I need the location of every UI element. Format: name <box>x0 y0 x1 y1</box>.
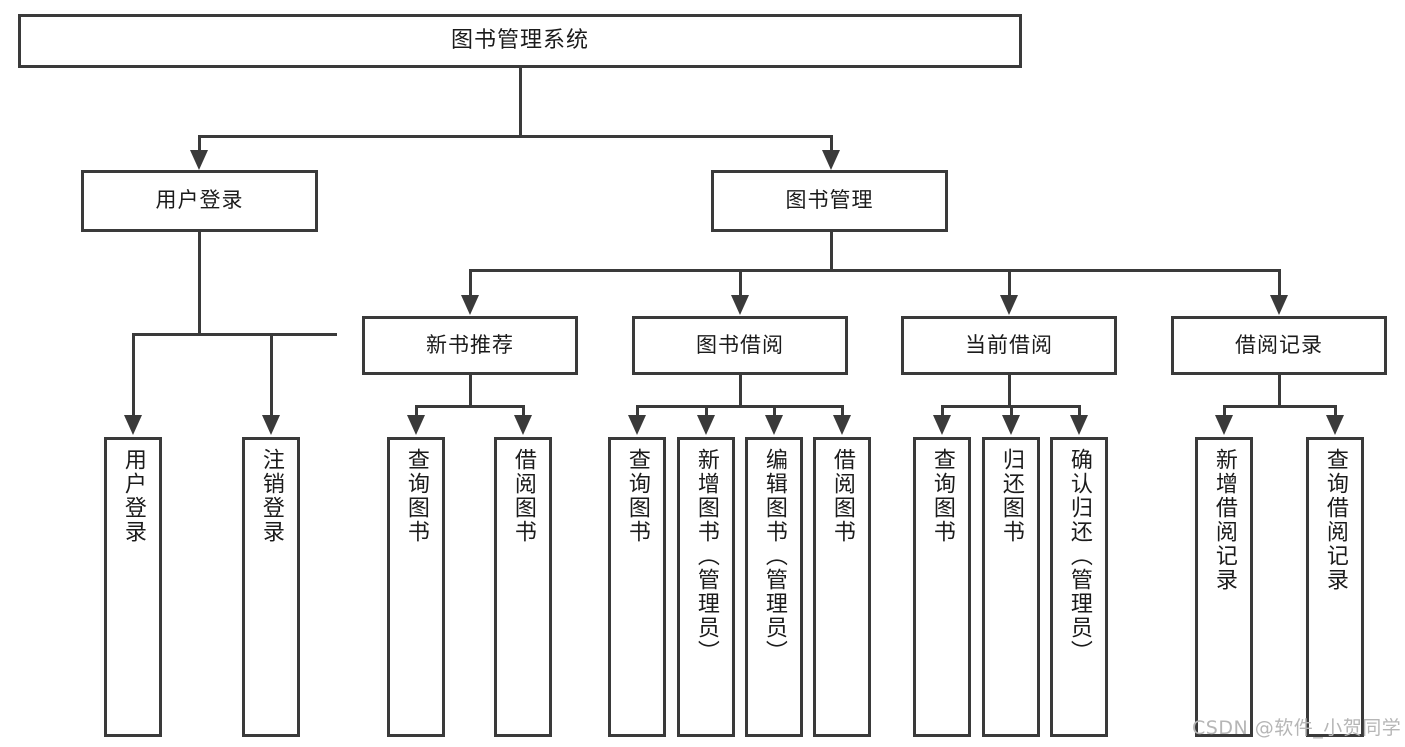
leaf-label: 借阅图书 <box>829 448 855 544</box>
node-borrow-record[interactable]: 借阅记录 <box>1171 316 1387 375</box>
node-root-book-management-system[interactable]: 图书管理系统 <box>18 14 1022 68</box>
connector-book-mgmt-bus <box>469 269 1281 272</box>
leaf-label: 查询图书 <box>929 448 955 544</box>
leaf-edit-book-admin[interactable]: 编辑图书（管理员） <box>745 437 803 737</box>
leaf-current-query-book[interactable]: 查询图书 <box>913 437 971 737</box>
leaf-add-borrow-record[interactable]: 新增借阅记录 <box>1195 437 1253 737</box>
connector-new-book-leaf1 <box>415 405 418 419</box>
leaf-label: 查询图书 <box>403 448 429 544</box>
connector-borrow-record-leaf2 <box>1334 405 1337 419</box>
connector-to-book-borrow <box>739 269 742 299</box>
leaf-label: 查询图书 <box>624 448 650 544</box>
leaf-label: 编辑图书（管理员） <box>761 448 787 664</box>
arrowhead-book-borrow-leaf1 <box>628 415 646 435</box>
arrowhead-root-to-book-mgmt <box>822 150 840 170</box>
connector-root-stem <box>519 67 522 137</box>
connector-book-borrow-bus <box>636 405 844 408</box>
arrowhead-to-borrow-record <box>1270 295 1288 315</box>
connector-root-to-book-mgmt <box>830 135 833 153</box>
connector-user-login-stem <box>198 232 201 335</box>
node-new-book-recommend[interactable]: 新书推荐 <box>362 316 578 375</box>
node-label: 新书推荐 <box>426 332 514 357</box>
connector-user-login-leaf2 <box>270 333 273 419</box>
leaf-new-book-query[interactable]: 查询图书 <box>387 437 445 737</box>
leaf-new-book-borrow[interactable]: 借阅图书 <box>494 437 552 737</box>
node-label: 当前借阅 <box>965 332 1053 357</box>
leaf-logout[interactable]: 注销登录 <box>242 437 300 737</box>
arrowhead-book-borrow-leaf2 <box>697 415 715 435</box>
node-user-login[interactable]: 用户登录 <box>81 170 318 232</box>
connector-user-login-leaf1 <box>132 333 135 419</box>
node-label: 图书管理 <box>785 188 874 213</box>
node-label: 图书借阅 <box>696 332 784 357</box>
connector-current-borrow-leaf3 <box>1078 405 1081 419</box>
connector-book-borrow-leaf2 <box>705 405 708 419</box>
arrowhead-new-book-leaf2 <box>514 415 532 435</box>
connector-borrow-record-bus <box>1223 405 1337 408</box>
arrowhead-borrow-record-leaf2 <box>1326 415 1344 435</box>
leaf-label: 查询借阅记录 <box>1322 448 1348 592</box>
connector-to-current-borrow <box>1008 269 1011 299</box>
connector-new-book-bus <box>415 405 525 408</box>
connector-to-new-book <box>469 269 472 299</box>
arrowhead-borrow-record-leaf1 <box>1215 415 1233 435</box>
arrowhead-user-login-leaf2 <box>262 415 280 435</box>
connector-current-borrow-leaf2 <box>1010 405 1013 419</box>
leaf-borrow-book[interactable]: 借阅图书 <box>813 437 871 737</box>
node-current-borrow[interactable]: 当前借阅 <box>901 316 1117 375</box>
connector-user-login-bus <box>132 333 337 336</box>
node-book-management[interactable]: 图书管理 <box>711 170 948 232</box>
connector-book-mgmt-stem <box>830 232 833 272</box>
leaf-confirm-return-admin[interactable]: 确认归还（管理员） <box>1050 437 1108 737</box>
leaf-label: 确认归还（管理员） <box>1066 448 1092 664</box>
connector-book-borrow-leaf1 <box>636 405 639 419</box>
node-label: 用户登录 <box>155 188 244 213</box>
connector-current-borrow-stem <box>1008 375 1011 407</box>
connector-new-book-stem <box>469 375 472 407</box>
leaf-query-borrow-record[interactable]: 查询借阅记录 <box>1306 437 1364 737</box>
arrowhead-book-borrow-leaf3 <box>765 415 783 435</box>
connector-new-book-leaf2 <box>522 405 525 419</box>
leaf-label: 用户登录 <box>120 448 146 544</box>
arrowhead-to-current-borrow <box>1000 295 1018 315</box>
connector-borrow-record-leaf1 <box>1223 405 1226 419</box>
connector-borrow-record-stem <box>1278 375 1281 407</box>
node-label: 图书管理系统 <box>450 27 589 53</box>
leaf-label: 注销登录 <box>258 448 284 544</box>
connector-root-bus <box>198 135 833 138</box>
leaf-user-login[interactable]: 用户登录 <box>104 437 162 737</box>
arrowhead-current-borrow-leaf2 <box>1002 415 1020 435</box>
arrowhead-user-login-leaf1 <box>124 415 142 435</box>
leaf-return-book[interactable]: 归还图书 <box>982 437 1040 737</box>
leaf-label: 借阅图书 <box>510 448 536 544</box>
connector-to-borrow-record <box>1278 269 1281 299</box>
arrowhead-root-to-user-login <box>190 150 208 170</box>
arrowhead-to-book-borrow <box>731 295 749 315</box>
connector-book-borrow-stem <box>739 375 742 407</box>
arrowhead-book-borrow-leaf4 <box>833 415 851 435</box>
node-label: 借阅记录 <box>1235 332 1323 357</box>
leaf-borrow-query-book[interactable]: 查询图书 <box>608 437 666 737</box>
connector-book-borrow-leaf3 <box>773 405 776 419</box>
leaf-label: 新增图书（管理员） <box>693 448 719 664</box>
arrowhead-current-borrow-leaf1 <box>933 415 951 435</box>
connector-book-borrow-leaf4 <box>841 405 844 419</box>
connector-root-to-user-login <box>198 135 201 153</box>
connector-current-borrow-leaf1 <box>941 405 944 419</box>
arrowhead-to-new-book <box>461 295 479 315</box>
leaf-label: 新增借阅记录 <box>1211 448 1237 592</box>
arrowhead-new-book-leaf1 <box>407 415 425 435</box>
leaf-add-book-admin[interactable]: 新增图书（管理员） <box>677 437 735 737</box>
leaf-label: 归还图书 <box>998 448 1024 544</box>
node-book-borrow[interactable]: 图书借阅 <box>632 316 848 375</box>
arrowhead-current-borrow-leaf3 <box>1070 415 1088 435</box>
